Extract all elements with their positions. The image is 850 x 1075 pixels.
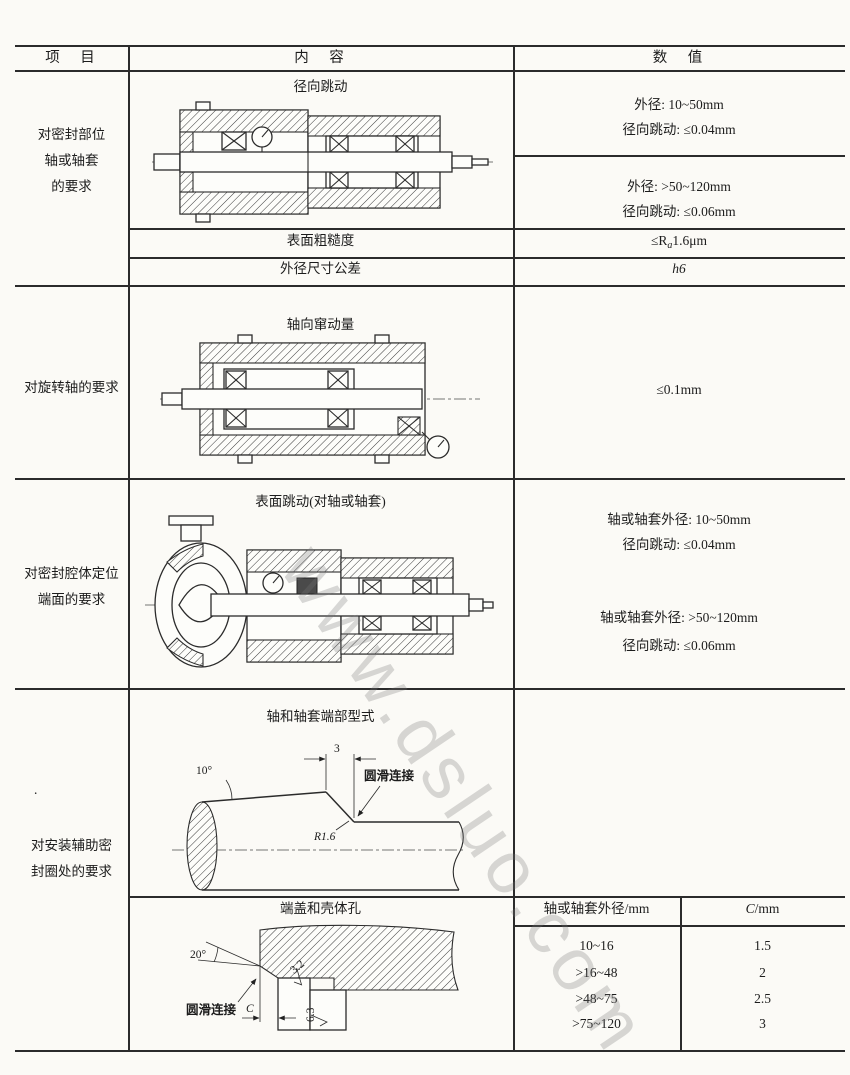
drawing-shaft-end: 10° 3 R1.6 圆滑连接 (172, 743, 466, 891)
bore-step (309, 989, 347, 1031)
pump-volute (154, 515, 248, 668)
subtable-cell-c4: 3 (759, 1016, 766, 1031)
row1-value-runout-large: 径向跳动: ≤0.06mm (622, 204, 736, 219)
grid-line-h (128, 257, 845, 259)
row3-content-title: 表面跳动(对轴或轴套) (255, 494, 386, 509)
shaft (179, 151, 453, 173)
column-header-value: 数 值 (652, 50, 706, 66)
drawing-cover-bore: 20° C 3.2 6.3 圆滑连接 (186, 924, 459, 1031)
grid-line-h (15, 1050, 845, 1052)
roughness-label: 表面粗糙度 (286, 233, 355, 248)
grid-line-v (513, 45, 515, 1050)
surface-finish-icon: 6.3 (305, 1007, 328, 1027)
row3-value-od-large: 轴或轴套外径: >50~120mm (600, 610, 758, 625)
grid-line-h (128, 228, 845, 230)
roughness-sub: a (667, 240, 673, 251)
subtable-cell-c2: 2 (759, 965, 766, 980)
subtable-cell-d4: >75~120 (572, 1016, 621, 1031)
packing-box-icon (296, 577, 318, 595)
row1-item-line3: 的要求 (51, 179, 92, 194)
row1-item-line1: 对密封部位 (37, 127, 106, 142)
drawing-face-runout (145, 515, 494, 668)
row2-content-title: 轴向窜动量 (286, 317, 355, 332)
bearing-icon (329, 135, 415, 189)
row4-item-line1: 对安装辅助密 (31, 838, 112, 853)
row4-content-title1: 轴和轴套端部型式 (266, 709, 375, 724)
packing-box-icon (221, 131, 247, 151)
grid-line-h (513, 155, 845, 157)
row2-item: 对旋转轴的要求 (24, 380, 119, 395)
column-header-content: 内 容 (294, 50, 347, 66)
shaft (210, 593, 470, 617)
smooth-joint-label: 圆滑连接 (364, 768, 415, 783)
row1-item-line2: 轴或轴套 (44, 153, 99, 168)
grid-line-h (15, 688, 845, 690)
row1-content-title: 径向跳动 (293, 79, 348, 94)
row4-content-title2: 端盖和壳体孔 (280, 901, 361, 916)
roughness-post: 1.6μm (672, 233, 708, 248)
bore-chamfer-angle-label: 20° (190, 949, 207, 961)
subtable-cell-d1: 10~16 (579, 938, 614, 953)
drawing-axial-float (160, 334, 480, 464)
row3-item-line1: 对密封腔体定位 (24, 566, 119, 581)
row2-value: ≤0.1mm (656, 382, 702, 397)
subtable-cell-c1: 1.5 (754, 938, 771, 953)
subtable-cell-d3: >48~75 (575, 991, 618, 1006)
dial-indicator-icon (251, 126, 273, 152)
row4-item-line2: 封圈处的要求 (31, 864, 112, 879)
chamfer-angle-label: 10° (196, 765, 213, 777)
finish-value-label: 6.3 (305, 1007, 317, 1022)
row3-value-runout-large: 径向跳动: ≤0.06mm (622, 638, 736, 653)
row3-value-runout-small: 径向跳动: ≤0.04mm (622, 537, 736, 552)
subtable-header-c-symbol: C (745, 901, 755, 916)
bearing-icon (362, 579, 432, 631)
drawing-radial-runout (152, 101, 493, 223)
subtable-cell-d2: >16~48 (575, 965, 618, 980)
grid-line-h (15, 70, 845, 72)
grid-line-h (513, 925, 845, 927)
break-line (452, 821, 464, 891)
grid-line-h (128, 896, 845, 898)
stray-mark: . (34, 782, 38, 797)
subtable-header-diameter: 轴或轴套外径/mm (543, 901, 650, 916)
subtable-cell-c3: 2.5 (754, 991, 771, 1006)
column-header-item: 项 目 (45, 50, 98, 66)
chamfer-length-label: 3 (334, 743, 340, 755)
row3-item-line2: 端面的要求 (37, 592, 106, 607)
tolerance-label: 外径尺寸公差 (280, 261, 361, 276)
row3-value-od-small: 轴或轴套外径: 10~50mm (607, 512, 751, 527)
grid-line-h (15, 478, 845, 480)
fillet-radius-label: R1.6 (313, 831, 336, 843)
grid-line-h (15, 45, 845, 47)
roughness-pre: ≤R (650, 233, 668, 248)
cover-section (259, 924, 459, 991)
roughness-value: ≤Ra1.6μm (513, 233, 845, 253)
tolerance-value: h6 (672, 261, 686, 276)
shaft-section (186, 801, 218, 891)
grid-line-v (128, 45, 130, 1050)
dial-indicator-icon (397, 416, 450, 459)
shaft (181, 388, 423, 410)
subtable-header-c: C/mm (680, 901, 845, 918)
row1-value-od-small: 外径: 10~50mm (634, 97, 724, 112)
row1-value-od-large: 外径: >50~120mm (627, 179, 731, 194)
row1-value-runout-small: 径向跳动: ≤0.04mm (622, 122, 736, 137)
smooth-joint-label: 圆滑连接 (186, 1002, 237, 1017)
grid-line-h (15, 285, 845, 287)
chamfer-dim-label: C (246, 1003, 254, 1015)
subtable-header-c-unit: /mm (754, 901, 780, 916)
grid-line-v (680, 896, 682, 1050)
